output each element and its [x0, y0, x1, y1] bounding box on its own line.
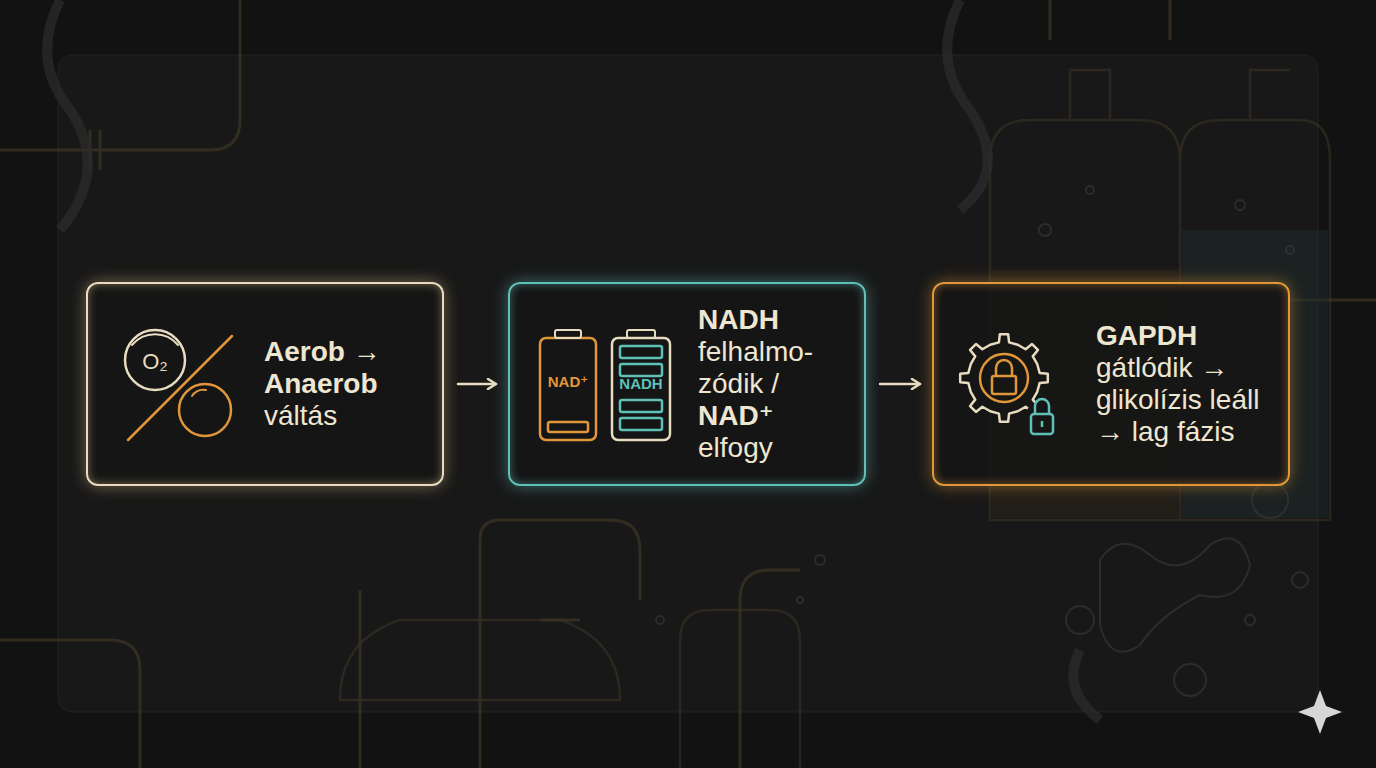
text-column: NADHfelhalmo­zódik /NAD⁺elfogy: [698, 284, 858, 484]
text-column: Aerob →Anaerobváltás: [264, 284, 434, 484]
node-body: gátlódik → glikolízis leáll → lag fázis: [1096, 352, 1282, 448]
bubbles: [656, 186, 1308, 696]
node-body: elfogy: [698, 432, 858, 464]
oxygen-label: O₂: [142, 349, 168, 375]
tanks: [340, 70, 1330, 768]
node-heading: Anaerob: [264, 368, 434, 400]
node-heading: Aerob →: [264, 336, 434, 368]
node-body: váltás: [264, 400, 434, 432]
battery-label: NADH: [619, 375, 662, 392]
process-box: Aerob →Anaerobváltás: [86, 282, 444, 486]
battery-label: NAD⁺: [548, 373, 588, 391]
flow-arrow: [458, 383, 496, 386]
node-body: felhalmo­zódik /: [698, 336, 858, 400]
flow-arrow: [880, 383, 920, 386]
text-column: GAPDHgátlódik → glikolízis leáll → lag f…: [1096, 284, 1282, 484]
node-heading: GAPDH: [1096, 320, 1282, 352]
sparkle-mark: [1298, 690, 1342, 734]
node-heading: NAD⁺: [698, 400, 858, 432]
node-heading: NADH: [698, 304, 858, 336]
process-box: GAPDHgátlódik → glikolízis leáll → lag f…: [932, 282, 1290, 486]
